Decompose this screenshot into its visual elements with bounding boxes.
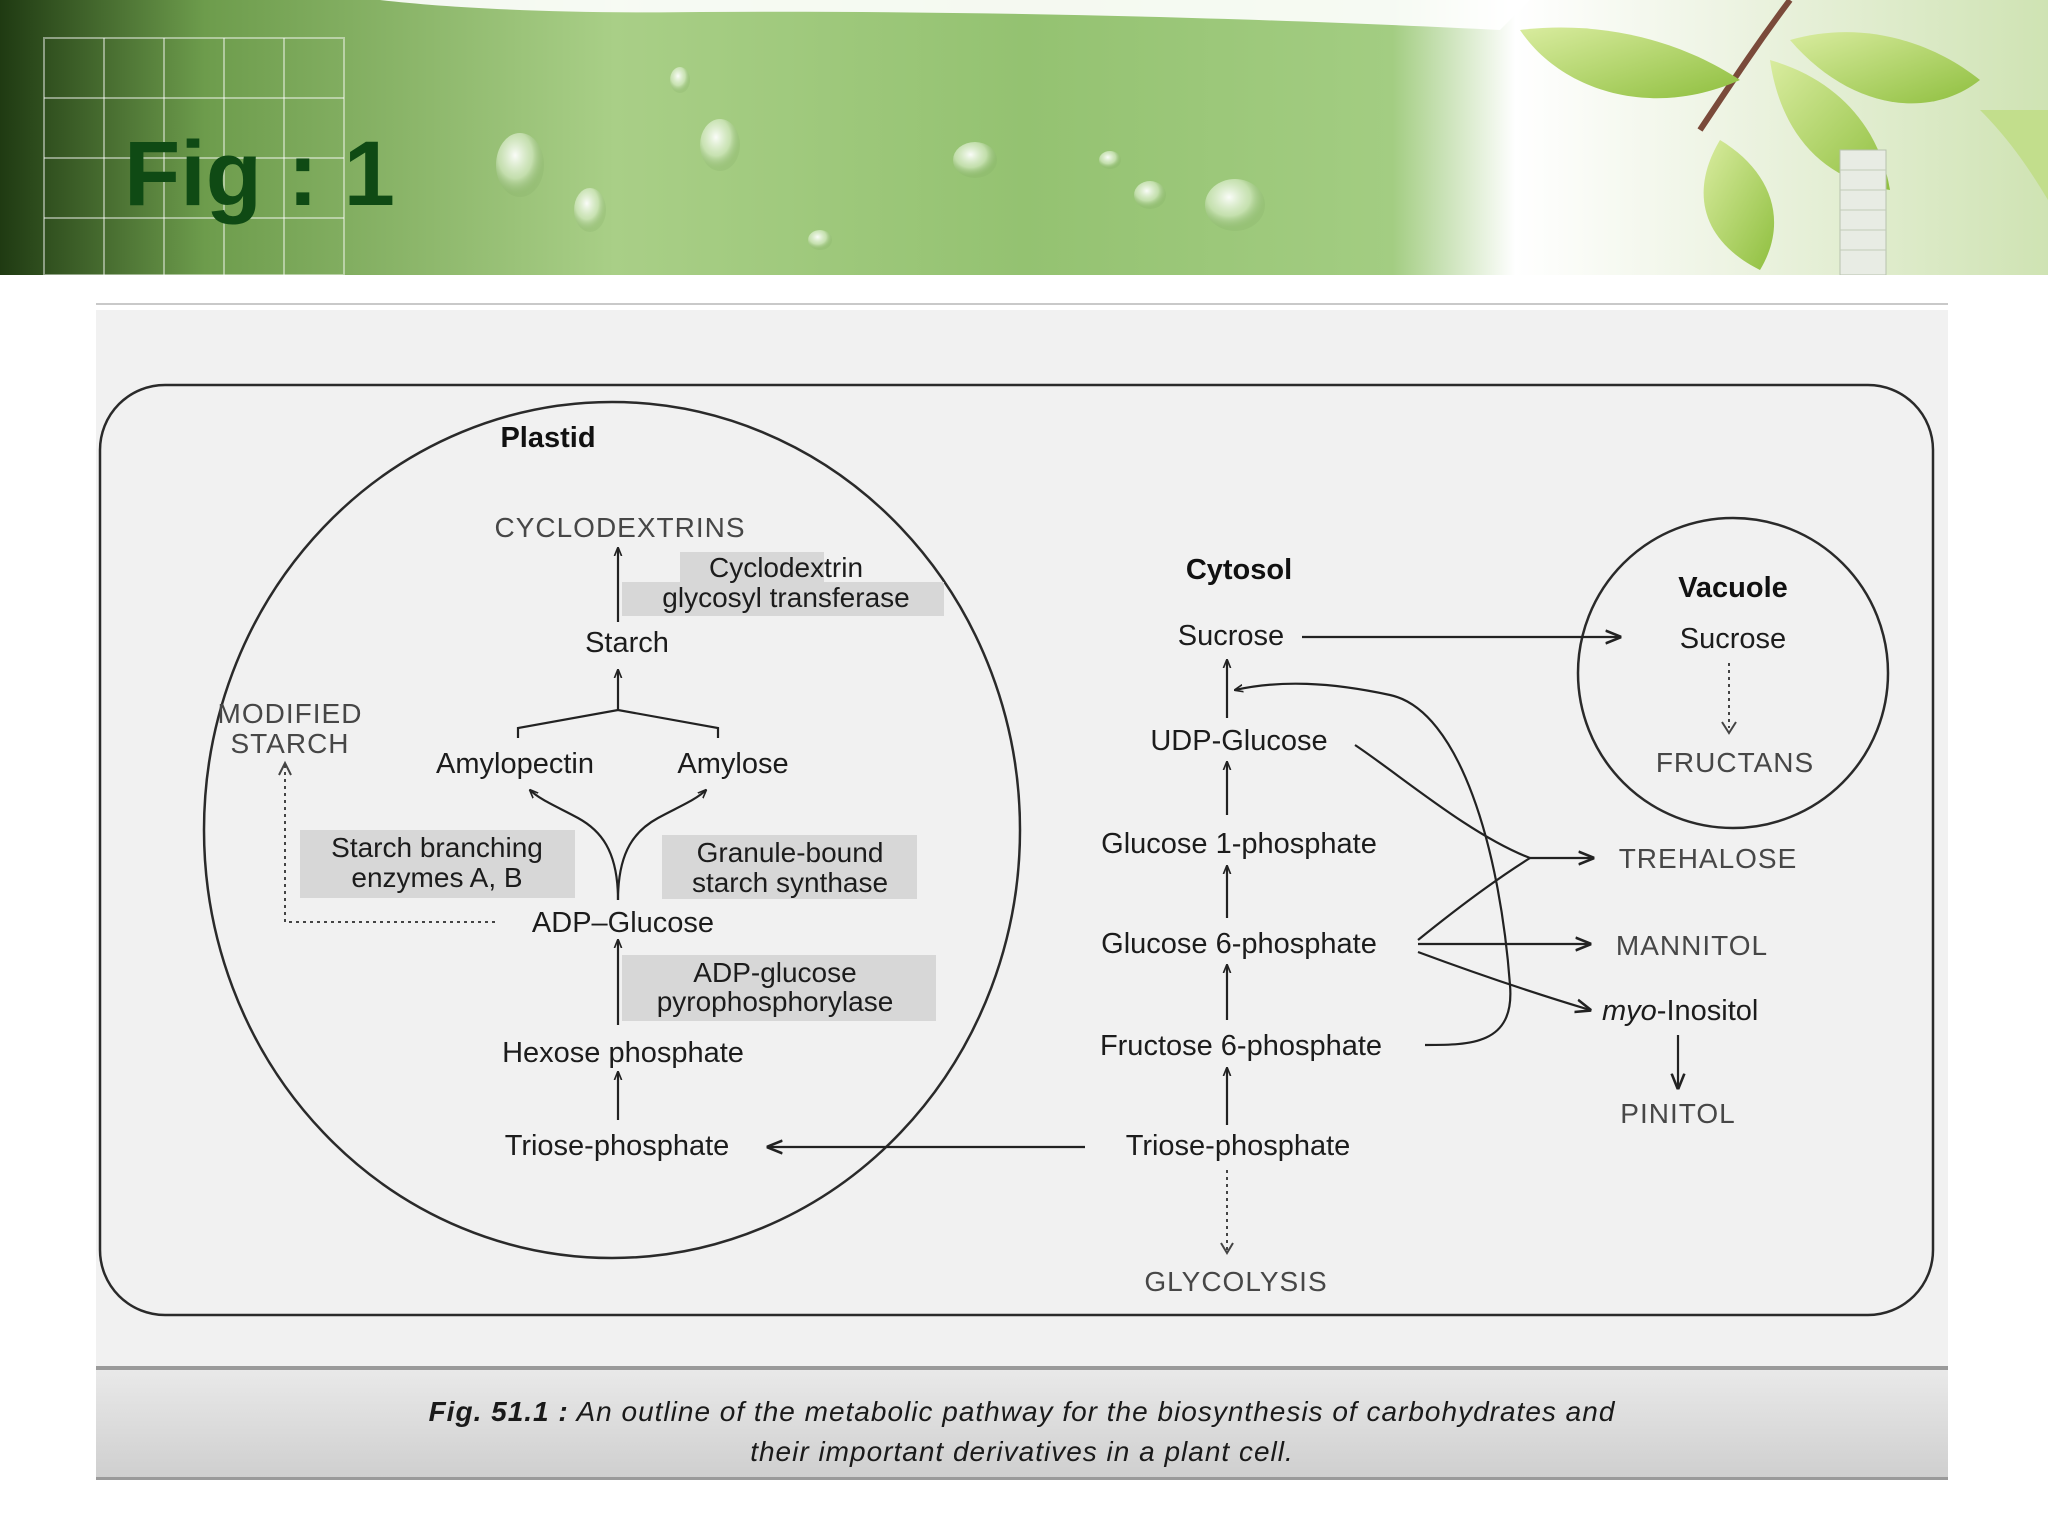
glucose-6-phosphate-label: Glucose 6-phosphate — [1101, 928, 1377, 960]
modified-starch-line1: MODIFIED — [218, 698, 363, 729]
enzyme-cgt-line1: Cyclodextrin — [709, 552, 863, 583]
cytosol-triose-phosphate-label: Triose-phosphate — [1126, 1130, 1351, 1162]
vacuole-sucrose-label: Sucrose — [1680, 623, 1786, 655]
header-divider — [96, 303, 1948, 305]
myo-inositol-label: myo-Inositol — [1602, 995, 1758, 1027]
slide-title: Fig : 1 — [124, 123, 395, 225]
caption-line1: An outline of the metabolic pathway for … — [576, 1396, 1616, 1427]
amylose-label: Amylose — [677, 748, 788, 780]
pinitol-label: PINITOL — [1620, 1098, 1735, 1129]
vacuole-title: Vacuole — [1678, 572, 1788, 604]
enzyme-agpase-line2: pyrophosphorylase — [657, 986, 894, 1017]
plastid-triose-phosphate-label: Triose-phosphate — [505, 1130, 730, 1162]
dotted-arrow-head — [278, 760, 292, 776]
caption-line2: their important derivatives in a plant c… — [750, 1436, 1294, 1467]
starch-label: Starch — [585, 627, 669, 659]
glucose-1-phosphate-label: Glucose 1-phosphate — [1101, 828, 1377, 860]
header-banner: Fig : 1 — [0, 0, 2048, 275]
enzyme-box-gbss — [662, 835, 917, 899]
amylopectin-label: Amylopectin — [436, 748, 594, 780]
dotted-arrow-to-modified-starch — [284, 765, 495, 923]
line-udpglucose-to-junction — [1354, 744, 1531, 860]
enzyme-sbe-line2: enzymes A, B — [351, 862, 522, 893]
fructans-arrow-head — [1721, 721, 1737, 735]
enzyme-box-cgt-1 — [680, 552, 824, 586]
mannitol-label: MANNITOL — [1616, 930, 1768, 961]
figure-caption: Fig. 51.1 : An outline of the metabolic … — [96, 1392, 1948, 1472]
modified-starch-line2: STARCH — [230, 728, 349, 759]
fructose-6-phosphate-label: Fructose 6-phosphate — [1100, 1030, 1382, 1062]
leaf-water-drops-decoration — [43, 0, 2048, 275]
enzyme-gbss-line2: starch synthase — [692, 867, 888, 898]
plastid-boundary — [202, 400, 1022, 1260]
arrow-g6p-to-myo-inositol — [1417, 950, 1590, 1010]
enzyme-agpase-line1: ADP-glucose — [693, 957, 856, 988]
arrow-adpglucose-to-amylose — [616, 790, 706, 901]
cyclodextrins-label: CYCLODEXTRINS — [494, 512, 745, 543]
glycolysis-label: GLYCOLYSIS — [1144, 1266, 1327, 1297]
adp-glucose-label: ADP–Glucose — [532, 907, 714, 939]
hexose-phosphate-label: Hexose phosphate — [502, 1037, 744, 1069]
bracket-amylopectin-amylose — [516, 708, 720, 738]
cytosol-title: Cytosol — [1186, 554, 1292, 586]
cytosol-sucrose-label: Sucrose — [1178, 620, 1284, 652]
udp-glucose-label: UDP-Glucose — [1150, 725, 1327, 757]
enzyme-box-cgt-2 — [622, 582, 944, 616]
vacuole-boundary — [1576, 516, 1890, 830]
enzyme-gbss-line1: Granule-bound — [697, 837, 884, 868]
caption-label: Fig. 51.1 : — [428, 1396, 569, 1427]
myo-prefix: myo — [1602, 995, 1657, 1027]
figure-caption-panel: Fig. 51.1 : An outline of the metabolic … — [96, 1366, 1948, 1480]
arrow-adpglucose-to-amylopectin — [530, 790, 620, 901]
fructans-label: FRUCTANS — [1656, 747, 1814, 778]
inositol-suffix: -Inositol — [1657, 995, 1759, 1027]
enzyme-box-agpase — [622, 955, 936, 1021]
enzyme-sbe-line1: Starch branching — [331, 832, 543, 863]
figure-panel: Plastid CYCLODEXTRINS Cyclodextrin glyco… — [96, 310, 1948, 1370]
enzyme-cgt-line2: glycosyl transferase — [662, 582, 909, 613]
plastid-title: Plastid — [500, 422, 595, 454]
carbohydrate-pathway-diagram: Plastid CYCLODEXTRINS Cyclodextrin glyco… — [98, 383, 1935, 1317]
glycolysis-arrow-head — [1220, 1242, 1234, 1255]
enzyme-box-sbe — [300, 830, 575, 898]
arrow-f6p-to-sucrose — [1235, 682, 1512, 1047]
cell-boundary — [98, 383, 1935, 1317]
line-g6p-to-junction — [1417, 857, 1531, 941]
trehalose-label: TREHALOSE — [1619, 843, 1798, 874]
